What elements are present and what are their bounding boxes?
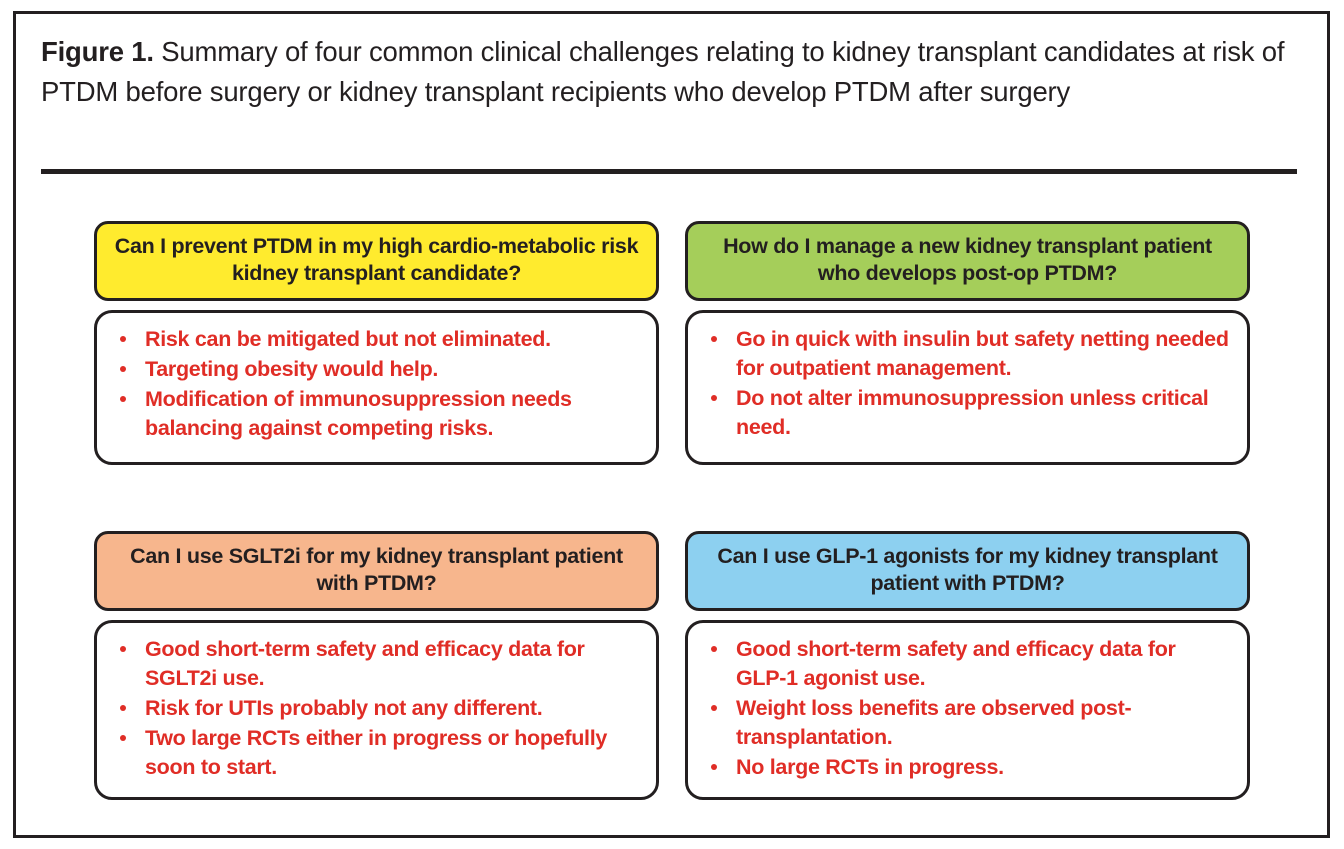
quadrant-glp1-agonists-use: Can I use GLP-1 agonists for my kidney t…: [685, 531, 1250, 800]
list-item-text: Targeting obesity would help.: [145, 357, 439, 381]
bullet-dot-icon: [120, 366, 126, 372]
question-box-prevent-ptdm[interactable]: Can I prevent PTDM in my high cardio-met…: [94, 221, 659, 301]
list-item-text: Good short-term safety and efficacy data…: [145, 637, 585, 690]
bullet-dot-icon: [120, 646, 126, 652]
list-item: Risk for UTIs probably not any different…: [113, 694, 640, 723]
list-item-text: Risk for UTIs probably not any different…: [145, 696, 543, 720]
list-item: Go in quick with insulin but safety nett…: [704, 325, 1231, 383]
quadrant-grid: Can I prevent PTDM in my high cardio-met…: [16, 210, 1327, 830]
bullet-dot-icon: [120, 336, 126, 342]
quadrant-prevent-ptdm: Can I prevent PTDM in my high cardio-met…: [94, 221, 659, 465]
question-text: How do I manage a new kidney transplant …: [723, 234, 1212, 285]
answer-box-prevent-ptdm: Risk can be mitigated but not eliminated…: [94, 310, 659, 465]
bullet-dot-icon: [120, 705, 126, 711]
question-box-sglt2i-use[interactable]: Can I use SGLT2i for my kidney transplan…: [94, 531, 659, 611]
list-item-text: Modification of immunosuppression needs …: [145, 387, 572, 440]
bullet-dot-icon: [120, 735, 126, 741]
question-text: Can I prevent PTDM in my high cardio-met…: [114, 234, 639, 285]
figure-caption: Figure 1. Summary of four common clinica…: [41, 32, 1291, 112]
list-item: Risk can be mitigated but not eliminated…: [113, 325, 640, 354]
list-item-text: Weight loss benefits are observed post-t…: [736, 696, 1132, 749]
answer-list: Go in quick with insulin but safety nett…: [704, 325, 1231, 442]
list-item-text: Go in quick with insulin but safety nett…: [736, 327, 1229, 380]
quadrant-sglt2i-use: Can I use SGLT2i for my kidney transplan…: [94, 531, 659, 800]
list-item: Good short-term safety and efficacy data…: [704, 635, 1231, 693]
caption-text: Figure 1. Summary of four common clinica…: [41, 32, 1291, 112]
question-text: Can I use SGLT2i for my kidney transplan…: [130, 544, 623, 595]
bullet-dot-icon: [711, 646, 717, 652]
answer-box-sglt2i-use: Good short-term safety and efficacy data…: [94, 620, 659, 800]
list-item-text: Good short-term safety and efficacy data…: [736, 637, 1176, 690]
figure-label: Figure 1.: [41, 36, 154, 67]
bullet-dot-icon: [711, 764, 717, 770]
list-item: Modification of immunosuppression needs …: [113, 385, 640, 443]
list-item: No large RCTs in progress.: [704, 753, 1231, 782]
question-box-glp1-agonists-use[interactable]: Can I use GLP-1 agonists for my kidney t…: [685, 531, 1250, 611]
list-item: Weight loss benefits are observed post-t…: [704, 694, 1231, 752]
question-box-manage-post-op-ptdm[interactable]: How do I manage a new kidney transplant …: [685, 221, 1250, 301]
list-item: Two large RCTs either in progress or hop…: [113, 724, 640, 782]
question-text: Can I use GLP-1 agonists for my kidney t…: [717, 544, 1218, 595]
list-item: Do not alter immunosuppression unless cr…: [704, 384, 1231, 442]
list-item-text: No large RCTs in progress.: [736, 755, 1004, 779]
bullet-dot-icon: [711, 336, 717, 342]
answer-box-manage-post-op-ptdm: Go in quick with insulin but safety nett…: [685, 310, 1250, 465]
list-item-text: Two large RCTs either in progress or hop…: [145, 726, 608, 779]
bullet-dot-icon: [711, 705, 717, 711]
list-item: Good short-term safety and efficacy data…: [113, 635, 640, 693]
quadrant-manage-post-op-ptdm: How do I manage a new kidney transplant …: [685, 221, 1250, 465]
bullet-dot-icon: [711, 395, 717, 401]
caption-divider-rule: [41, 169, 1297, 174]
figure-frame: Figure 1. Summary of four common clinica…: [13, 11, 1330, 838]
answer-box-glp1-agonists-use: Good short-term safety and efficacy data…: [685, 620, 1250, 800]
list-item-text: Risk can be mitigated but not eliminated…: [145, 327, 551, 351]
list-item: Targeting obesity would help.: [113, 355, 640, 384]
caption-body: Summary of four common clinical challeng…: [41, 36, 1285, 107]
answer-list: Risk can be mitigated but not eliminated…: [113, 325, 640, 443]
answer-list: Good short-term safety and efficacy data…: [113, 635, 640, 782]
bullet-dot-icon: [120, 396, 126, 402]
list-item-text: Do not alter immunosuppression unless cr…: [736, 386, 1209, 439]
answer-list: Good short-term safety and efficacy data…: [704, 635, 1231, 782]
